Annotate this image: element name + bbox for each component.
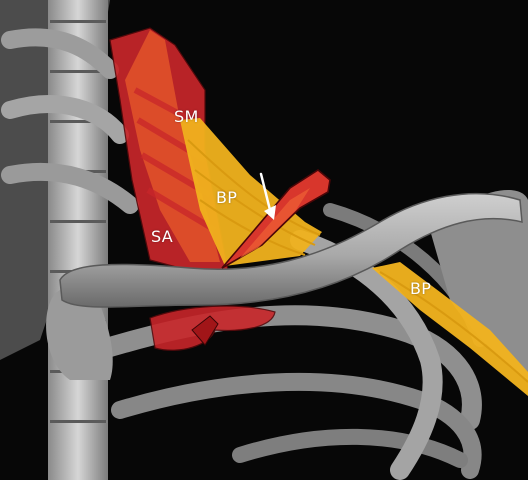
label-bp-lower: BP [410,281,431,297]
vertebral-column [48,0,108,480]
label-bp-upper: BP [216,190,237,206]
label-sm: SM [174,109,199,125]
label-sa: SA [151,229,173,245]
